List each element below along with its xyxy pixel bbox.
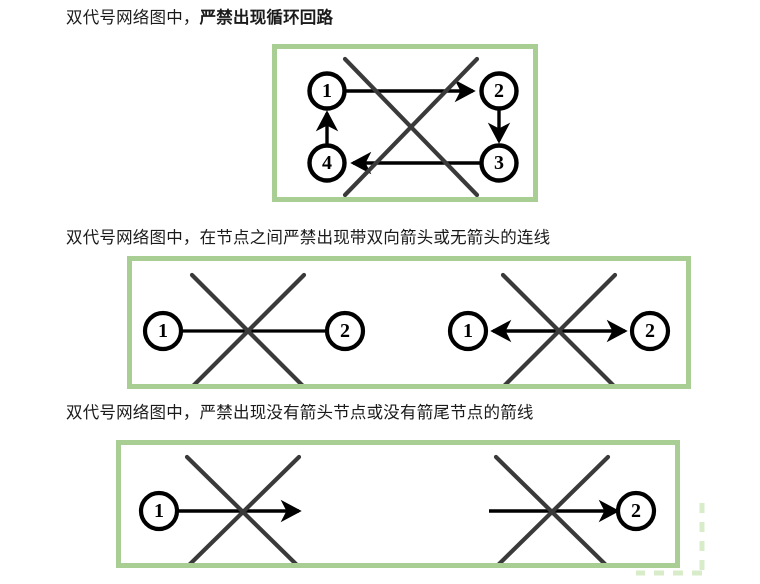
node-1: 1 — [307, 71, 347, 111]
node-1-left: 1 — [142, 310, 184, 352]
node-2-head: 2 — [615, 490, 657, 532]
figure-box-cyclic-loop: 1 2 3 4 — [272, 44, 538, 202]
node-1-right-label: 1 — [463, 320, 473, 342]
node-2-label: 2 — [494, 80, 504, 102]
figure-3-svg: 1 2 — [138, 454, 657, 563]
cross-mark-icon-right — [493, 454, 611, 563]
node-2-right: 2 — [629, 310, 671, 352]
cross-mark-icon — [342, 56, 480, 197]
node-2-head-label: 2 — [631, 500, 641, 522]
node-3-label: 3 — [494, 152, 504, 174]
caption-1-plain-text: 双代号网络图中， — [66, 8, 200, 27]
figure-box-dangling-arrow: 1 2 — [116, 440, 680, 568]
node-1-label: 1 — [322, 80, 332, 102]
caption-1-bold-text: 严禁出现循环回路 — [199, 8, 334, 27]
caption-no-dangling-arrow: 双代号网络图中，严禁出现没有箭头节点或没有箭尾节点的箭线 — [66, 403, 534, 422]
caption-no-cyclic-loop: 双代号网络图中，严禁出现循环回路 — [66, 8, 333, 28]
node-3: 3 — [479, 143, 519, 183]
figure-2-right-group: 1 2 — [447, 272, 671, 384]
node-2-right-label: 2 — [645, 320, 655, 342]
node-4-label: 4 — [322, 152, 332, 174]
cross-mark-icon-left — [184, 454, 302, 563]
figure-2-left-group: 1 2 — [142, 272, 366, 384]
node-4: 4 — [307, 143, 347, 183]
node-1-tail: 1 — [138, 490, 180, 532]
figure-1-svg: 1 2 3 4 — [307, 56, 519, 197]
figure-2-svg: 1 2 1 — [142, 272, 671, 384]
node-2: 2 — [479, 71, 519, 111]
figure-3-right-group: 2 — [489, 454, 657, 563]
figure-3-left-group: 1 — [138, 454, 302, 563]
node-2-left-label: 2 — [340, 320, 350, 342]
node-2-left: 2 — [324, 310, 366, 352]
figure-box-bidirectional-arrow: 1 2 1 — [127, 256, 691, 389]
caption-no-bidirectional-arrow: 双代号网络图中，在节点之间严禁出现带双向箭头或无箭头的连线 — [66, 228, 551, 247]
cross-mark-icon-right — [500, 272, 618, 384]
node-1-right: 1 — [447, 310, 489, 352]
node-1-tail-label: 1 — [154, 500, 164, 522]
cross-mark-icon-left — [189, 272, 307, 384]
node-1-left-label: 1 — [158, 320, 168, 342]
